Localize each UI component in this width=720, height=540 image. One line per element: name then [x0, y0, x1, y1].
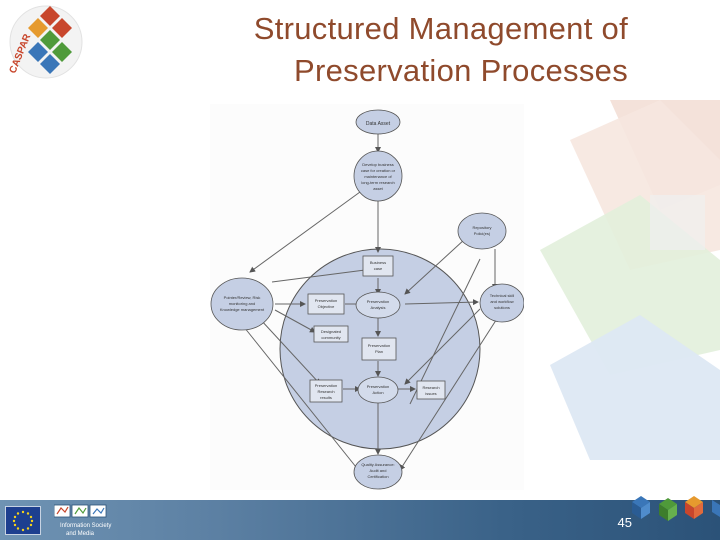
node-data-asset-label: Data Asset — [366, 121, 391, 127]
node-business-case-line5: asset — [373, 186, 383, 191]
cube-decoration-icon — [632, 496, 720, 521]
node-business-case-box-line1: Business — [370, 260, 386, 265]
information-society-line2: and Media — [66, 531, 95, 537]
node-community-line2: community — [321, 335, 340, 340]
node-business-case-box: Business case — [362, 255, 394, 277]
node-risk-line2: monitoring and — [229, 301, 255, 306]
node-analysis-line1: Preservation — [367, 299, 389, 304]
node-community: Designated community — [313, 325, 349, 343]
node-business-case-line3: maintenance of — [364, 174, 392, 179]
node-quality-assurance: Quality Assurance: Audit and Certificati… — [353, 454, 403, 490]
node-quality-line1: Quality Assurance: — [361, 462, 394, 467]
node-objective: Preservation Objective — [307, 293, 345, 315]
node-objective-line1: Preservation — [315, 298, 337, 303]
information-society-icon: Information Society and Media — [54, 504, 111, 537]
title-line-2: Preservation Processes — [294, 53, 628, 88]
node-research-line3: results — [320, 395, 332, 400]
diagram-svg: Data Asset Develop business case for cre… — [210, 109, 525, 490]
footer-bar — [0, 500, 720, 540]
node-plan-line1: Preservation — [368, 343, 390, 348]
slide-title: Structured Management of Preservation Pr… — [254, 8, 628, 92]
node-plan: Preservation Plan — [361, 337, 397, 361]
node-research-line2: Research — [317, 389, 334, 394]
node-business-case-line2: case for creation or — [361, 168, 396, 173]
node-quality-line2: Audit and — [370, 468, 387, 473]
node-research-issues: Research issues — [416, 380, 446, 400]
node-community-line1: Designated — [321, 329, 341, 334]
node-risk-line3: Knowledge management — [220, 307, 265, 312]
title-line-1: Structured Management of — [253, 11, 628, 46]
node-action-line1: Preservation — [367, 384, 389, 389]
node-technical-line2: and workflow — [490, 299, 513, 304]
node-technical-skill: Technical skill and workflow solutions — [479, 283, 525, 323]
node-repository-line1: Repository — [472, 225, 491, 230]
node-business-case: Develop business case for creation or ma… — [353, 150, 403, 202]
node-risk-line1: Pointer/Review, Risk — [224, 295, 261, 300]
node-data-asset: Data Asset — [355, 109, 401, 135]
node-research-line1: Preservation — [315, 383, 337, 388]
caspar-logo-icon: CASPAR — [8, 5, 83, 79]
node-repository: Repository Polici(es) — [457, 212, 507, 250]
preservation-process-diagram: Data Asset Develop business case for cre… — [210, 104, 525, 490]
diagram-connectors — [239, 134, 501, 473]
node-business-case-box-line2: case — [374, 266, 383, 271]
node-technical-line3: solutions — [494, 305, 510, 310]
node-business-case-line4: long-term research — [361, 180, 395, 185]
node-action-line2: Action — [372, 390, 383, 395]
node-analysis: Preservation Analysis — [355, 291, 401, 319]
node-technical-line1: Technical skill — [490, 293, 515, 298]
node-issues-line2: issues — [425, 391, 436, 396]
page-number: 45 — [617, 515, 632, 530]
node-action: Preservation Action — [357, 376, 399, 404]
node-research-results: Preservation Research results — [309, 379, 343, 403]
node-plan-line2: Plan — [375, 349, 383, 354]
node-business-case-line1: Develop business — [362, 162, 394, 167]
node-repository-line2: Polici(es) — [474, 231, 491, 236]
information-society-line1: Information Society — [60, 523, 111, 529]
decorative-bands — [540, 100, 720, 460]
node-risk-monitoring: Pointer/Review, Risk monitoring and Know… — [210, 277, 274, 331]
node-quality-line3: Certification — [367, 474, 388, 479]
node-issues-line1: Research — [422, 385, 439, 390]
eu-flag-icon — [5, 506, 41, 535]
node-analysis-line2: Analysis — [371, 305, 386, 310]
node-objective-line2: Objective — [318, 304, 335, 309]
